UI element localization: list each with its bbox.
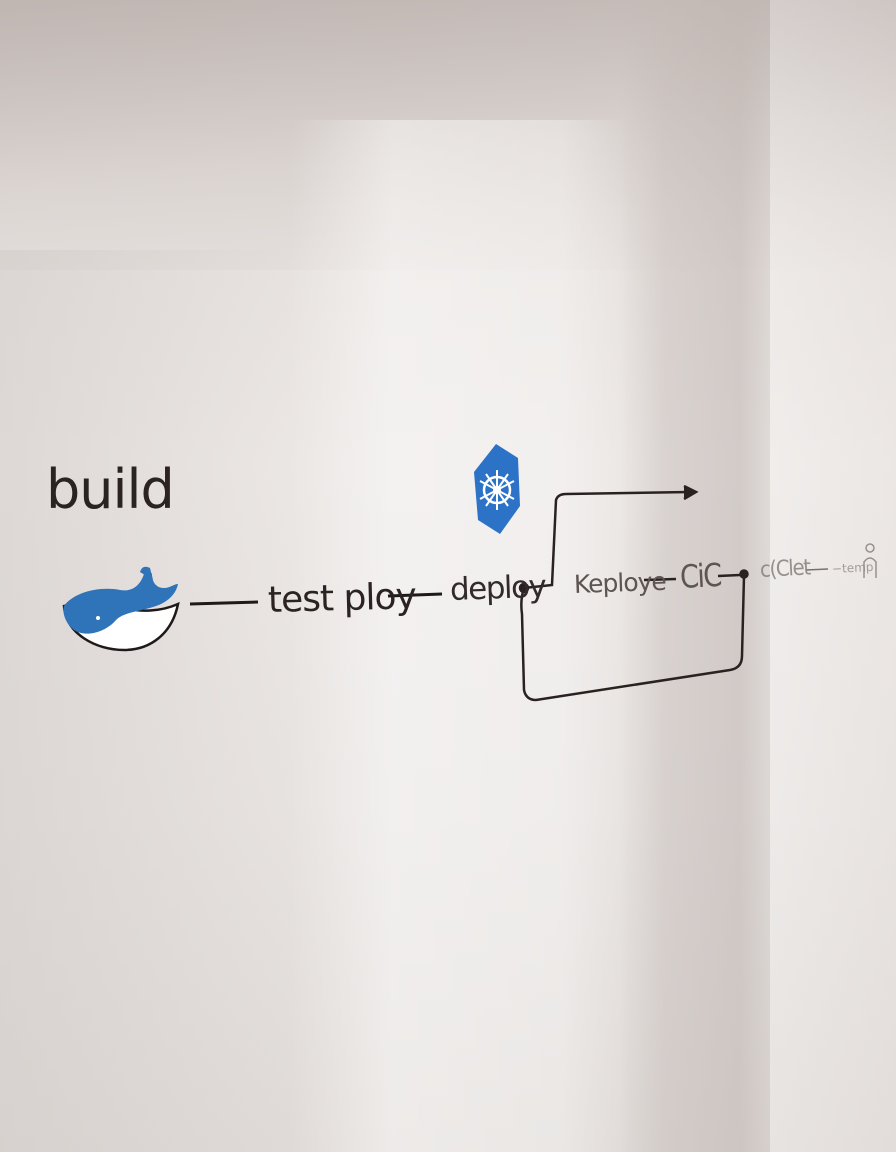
build-label: build [46,458,175,521]
connector-line [189,600,259,606]
person-icon [863,543,877,578]
light-band [290,120,630,1152]
wall-right-edge [770,0,896,1152]
connector-line [387,592,443,598]
keploye-label: Keploye [573,566,667,599]
left-vignette [0,250,300,1152]
ci-label: CiC [679,555,722,596]
loop-connector [518,484,829,702]
docker-whale-icon [62,566,180,652]
test-label: test ploy [267,576,417,621]
deploy-label: deploy [449,568,546,608]
c-label: c(Clet [759,555,811,583]
kubernetes-helm-icon [474,444,520,534]
tiny-label: −temp [831,559,874,576]
